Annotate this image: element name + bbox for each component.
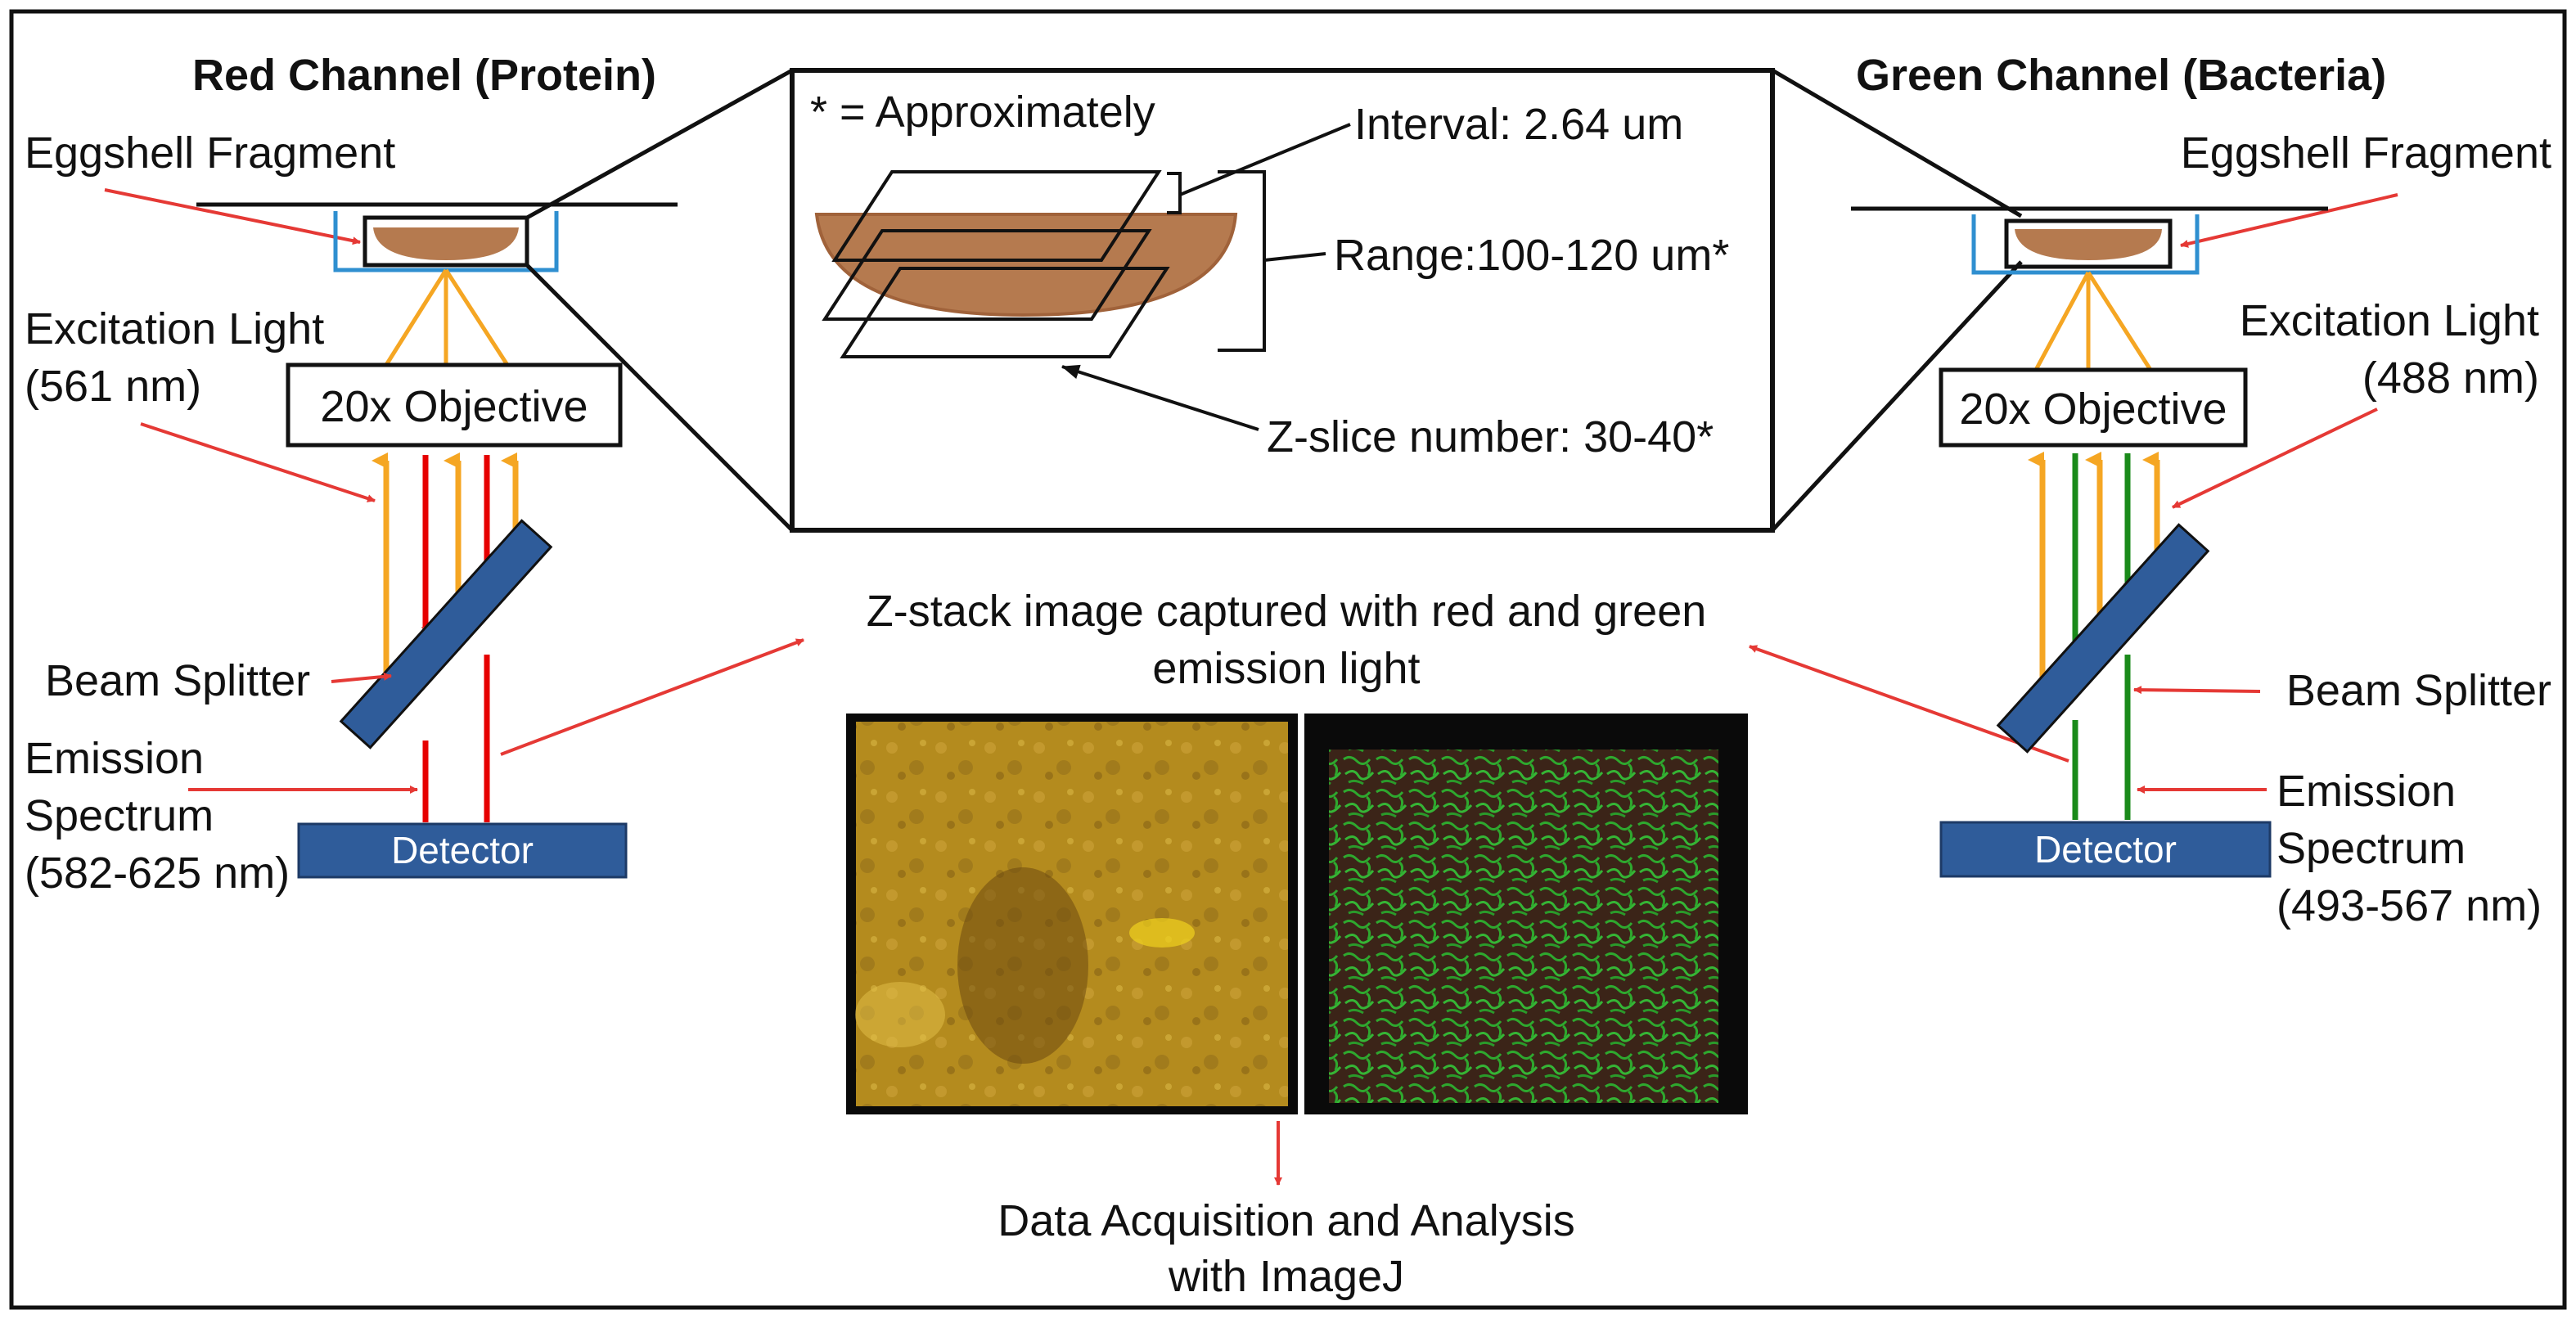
z-slice-plane-2 (822, 229, 1152, 321)
right-excitation-line1: Excitation Light (2240, 296, 2539, 345)
left-objective-label: 20x Objective (320, 382, 588, 431)
right-emission-line3: (493-567 nm) (2277, 881, 2542, 930)
right-emission-line1: Emission (2277, 767, 2456, 816)
zoom-connector-left-top (525, 68, 794, 220)
red-channel-zstack-image (846, 714, 1298, 1114)
right-eggshell-fragment (2015, 229, 2162, 260)
range-pointer (1263, 252, 1326, 262)
green-channel-title: Green Channel (Bacteria) (1856, 51, 2386, 100)
zstack-zoom-panel: * = Approximately Interval: 2.64 um Rang… (525, 68, 2023, 533)
right-excitation-arrow (2172, 407, 2378, 509)
red-channel-panel: Red Channel (Protein) Eggshell Fragment … (25, 51, 678, 898)
left-sample-label-arrow (104, 188, 361, 245)
right-sample-holder (1971, 214, 2200, 275)
right-sample-label-arrow (2180, 193, 2398, 248)
right-emission-line2: Spectrum (2277, 824, 2466, 873)
left-emission-line1: Emission (25, 734, 204, 783)
result-line2: with ImageJ (1168, 1252, 1404, 1301)
zslice-arrow (1061, 364, 1259, 431)
left-splitter-arrow (331, 672, 392, 683)
interval-pointer (1179, 123, 1351, 196)
range-bracket (1218, 170, 1266, 352)
outer-frame (9, 9, 2567, 1310)
left-excitation-arrow (140, 422, 376, 502)
left-emission-line2: Spectrum (25, 791, 214, 840)
right-objective-label: 20x Objective (1959, 385, 2227, 434)
left-sample-label: Eggshell Fragment (25, 128, 395, 178)
left-cone-rays (384, 268, 510, 367)
z-slice-plane-3 (840, 267, 1170, 358)
right-beam-splitter (1996, 523, 2210, 754)
right-detector (1939, 821, 2272, 878)
right-cone-rays (2033, 271, 2153, 371)
left-sample-box (363, 215, 529, 268)
caption-arrow-left (500, 638, 804, 756)
left-emission-line3: (582-625 nm) (25, 849, 290, 898)
left-objective-box (286, 362, 623, 448)
zslice-label: Z-slice number: 30-40* (1267, 412, 1714, 461)
caption-line1: Z-stack image captured with red and gree… (867, 587, 1707, 636)
red-channel-title: Red Channel (Protein) (192, 51, 656, 100)
zoom-note: * = Approximately (810, 88, 1155, 137)
left-detector-label: Detector (391, 829, 534, 871)
right-splitter-arrow (2133, 686, 2261, 695)
left-beam-splitter (339, 519, 553, 750)
range-label: Range:100-120 um* (1334, 231, 1729, 280)
right-sample-box (2004, 218, 2173, 269)
left-detector (297, 822, 628, 879)
right-excitation-line2: (488 nm) (2362, 353, 2539, 403)
left-splitter-label: Beam Splitter (45, 656, 310, 705)
right-sample-label: Eggshell Fragment (2181, 128, 2551, 178)
right-detector-label: Detector (2034, 828, 2177, 871)
left-eggshell-fragment (373, 227, 519, 260)
left-excitation-line1: Excitation Light (25, 304, 324, 353)
left-beams (372, 452, 519, 822)
zoom-eggshell-fragment (814, 213, 1238, 317)
right-objective-box (1939, 367, 2248, 448)
green-channel-panel: Green Channel (Bacteria) Eggshell Fragme… (1851, 51, 2551, 930)
zoom-connector-right-bottom (1771, 260, 2023, 532)
green-channel-zstack-image (1304, 714, 1748, 1114)
right-splitter-label: Beam Splitter (2286, 666, 2551, 715)
caption-line2: emission light (1152, 644, 1420, 693)
result-line1: Data Acquisition and Analysis (998, 1196, 1574, 1245)
center-results: Z-stack image captured with red and gree… (500, 587, 2069, 1301)
left-excitation-line2: (561 nm) (25, 362, 201, 411)
interval-label: Interval: 2.64 um (1354, 100, 1683, 149)
z-slice-plane-1 (831, 170, 1162, 262)
zoom-connector-left-bottom (525, 263, 794, 532)
zoom-connector-right-top (1771, 68, 2023, 218)
